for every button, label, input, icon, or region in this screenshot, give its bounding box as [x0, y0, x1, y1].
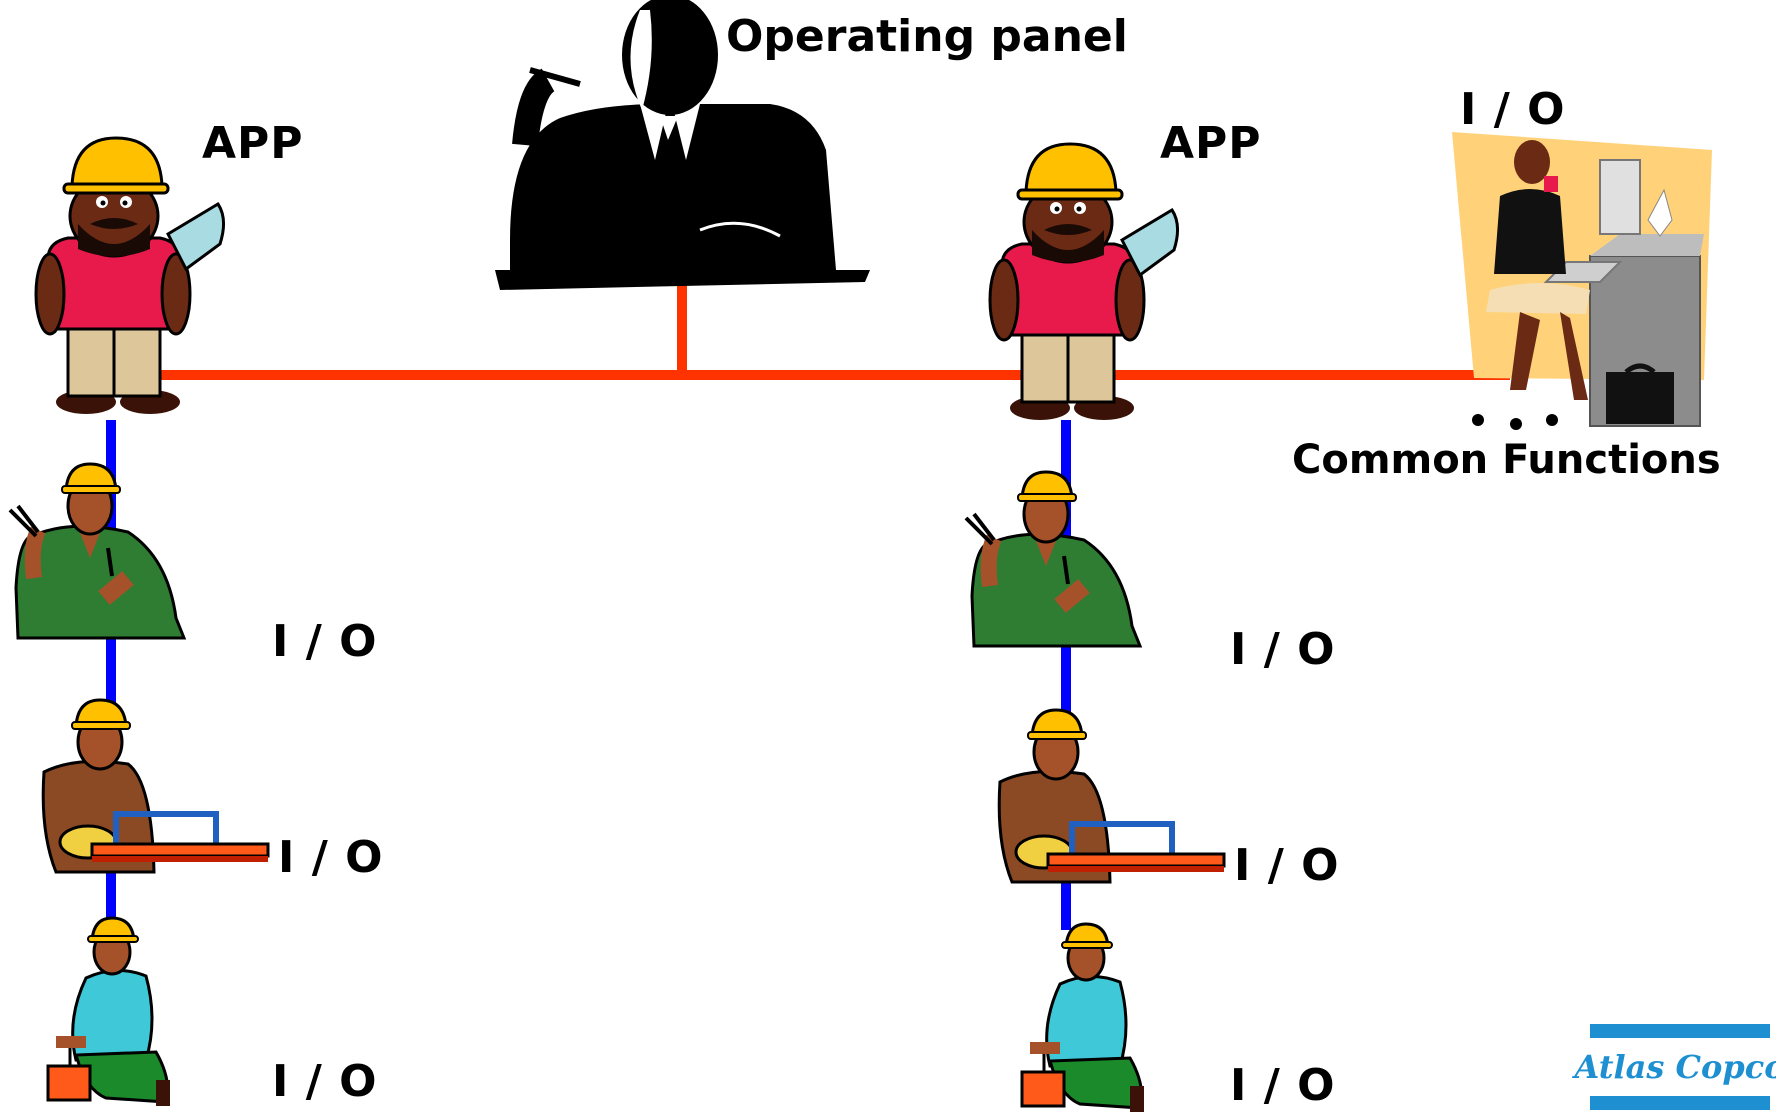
io-label-right-2: I / O: [1234, 840, 1340, 891]
io-label-top-right: I / O: [1460, 84, 1566, 135]
io-label-left-3: I / O: [272, 1056, 378, 1107]
io-label-left-1: I / O: [272, 616, 378, 667]
common-functions-figure: [1452, 132, 1712, 430]
io-worker-left-1: [10, 464, 184, 638]
io-worker-right-1: [966, 472, 1140, 646]
app-label-right: APP: [1160, 118, 1262, 169]
io-label-left-2: I / O: [278, 832, 384, 883]
io-worker-right-3: [1022, 924, 1144, 1112]
io-label-right-3: I / O: [1230, 1060, 1336, 1111]
io-worker-left-2: [43, 700, 268, 872]
common-functions-label: Common Functions: [1292, 437, 1721, 483]
io-worker-right-2: [999, 710, 1224, 882]
io-label-right-1: I / O: [1230, 624, 1336, 675]
io-worker-left-3: [48, 918, 170, 1106]
app-label-left: APP: [202, 118, 304, 169]
atlas-copco-logo: Atlas Copco: [1571, 1024, 1776, 1110]
operating-panel-label: Operating panel: [726, 11, 1128, 62]
logo-text: Atlas Copco: [1571, 1048, 1776, 1086]
operating-panel-figure: [495, 0, 870, 290]
